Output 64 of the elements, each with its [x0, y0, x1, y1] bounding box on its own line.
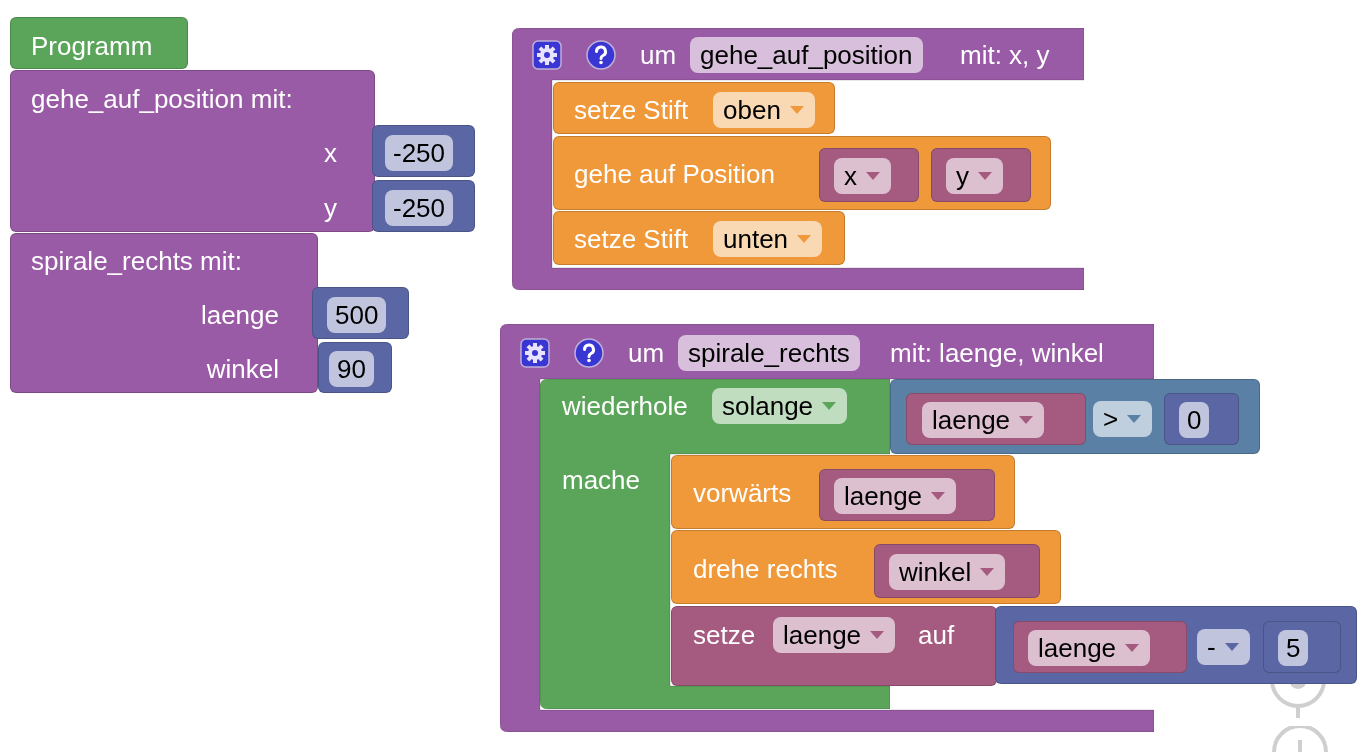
- dropdown: solange: [712, 388, 848, 424]
- comparison-block: [890, 379, 1260, 454]
- dropdown: laenge: [922, 402, 1045, 438]
- block-label: setze Stift: [574, 94, 689, 126]
- block-label: vorwärts: [693, 477, 792, 509]
- number-field: 90: [329, 351, 374, 387]
- name-field: spirale_rechts: [678, 335, 860, 371]
- number-field: -250: [385, 135, 454, 171]
- block-label: gehe_auf_position mit:: [31, 83, 293, 115]
- call-block: [10, 70, 375, 232]
- block-label: mit: laenge, winkel: [890, 337, 1104, 369]
- block-label: gehe auf Position: [574, 158, 775, 190]
- block-label: y: [324, 192, 337, 224]
- number-block: [1263, 621, 1341, 673]
- dropdown: y: [946, 158, 1003, 194]
- statement-block: [553, 82, 835, 134]
- number-block: [372, 125, 475, 177]
- dropdown: laenge: [1028, 630, 1151, 666]
- statement-block: [671, 606, 997, 686]
- number-block: [372, 180, 475, 232]
- dropdown: winkel: [889, 554, 1006, 590]
- block-label: mit: x, y: [960, 39, 1050, 71]
- dropdown: x: [834, 158, 891, 194]
- dropdown: >: [1093, 401, 1153, 437]
- block-label: drehe rechts: [693, 553, 838, 585]
- number-field: 5: [1278, 630, 1309, 666]
- variable-block: [1013, 621, 1187, 673]
- variable-block: [819, 148, 919, 202]
- number-block: [312, 287, 409, 339]
- block-label: setze: [693, 619, 756, 651]
- statement-block: [553, 136, 1051, 210]
- statement-block: [671, 455, 1015, 529]
- hat-block: [10, 17, 188, 69]
- name-field: gehe_auf_position: [690, 37, 923, 73]
- block-label: um: [640, 39, 677, 71]
- variable-block: [906, 393, 1086, 445]
- call-block: [10, 233, 318, 393]
- dropdown: -: [1197, 629, 1250, 665]
- number-field: 0: [1179, 402, 1210, 438]
- number-block: [318, 342, 392, 393]
- block-label: laenge: [200, 299, 279, 331]
- variable-block: [931, 148, 1031, 202]
- statement-block: [553, 211, 845, 265]
- dropdown: laenge: [834, 478, 957, 514]
- block-label: Programm: [31, 30, 153, 62]
- function-block: [512, 28, 1084, 290]
- block-label: x: [324, 137, 337, 169]
- block-label: mache: [562, 464, 641, 496]
- block-label: setze Stift: [574, 223, 689, 255]
- variable-block: [819, 469, 995, 521]
- number-field: 500: [327, 297, 387, 333]
- block-label: wiederhole: [562, 390, 688, 422]
- statement-block: [671, 530, 1061, 604]
- math-block: [995, 606, 1357, 684]
- dropdown: laenge: [773, 617, 896, 653]
- number-block: [1164, 393, 1239, 445]
- block-label: winkel: [206, 353, 279, 385]
- block-label: spirale_rechts mit:: [31, 245, 242, 277]
- block-label: um: [628, 337, 665, 369]
- variable-block: [874, 544, 1040, 598]
- number-field: -250: [385, 190, 454, 226]
- block-label: auf: [918, 619, 955, 651]
- dropdown: oben: [713, 92, 815, 128]
- dropdown: unten: [713, 221, 823, 257]
